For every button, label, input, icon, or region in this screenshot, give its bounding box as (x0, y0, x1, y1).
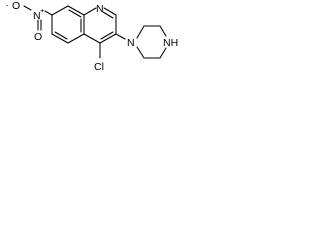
nitro-group-bonds (23, 5, 53, 31)
bond-nitro-n-o-minus (23, 5, 32, 11)
bond-c4-c8a (83, 33, 101, 44)
bond-c8a-n1 (83, 7, 97, 16)
bond-c7-c8 (67, 5, 85, 16)
bond-c7-c8-inner (68, 9, 82, 18)
benzo-ring-bonds (51, 5, 85, 44)
atom-nitro-o: O (34, 31, 42, 43)
bond-n1-c2-inner (102, 11, 114, 19)
bond-c4a-c5-inner (54, 31, 68, 40)
atom-nitro-n: N (33, 10, 41, 22)
charge-nitro-o-minus: - (6, 1, 9, 10)
bond-pip-nh-cc (159, 47, 167, 59)
bond-n1-c2 (103, 7, 117, 16)
bond-pip-cb-nh (159, 25, 167, 37)
piperazine-bonds (115, 25, 167, 59)
pyridine-ring-bonds (80, 7, 117, 44)
atom-piperazine-n1: N (127, 37, 135, 49)
bond-c3-c4 (99, 33, 117, 44)
molecule-structure: O - N + O N Cl N NH (6, 0, 178, 73)
bond-c2-piperazine-n (115, 33, 126, 40)
bond-nitro-n-ring (44, 10, 53, 16)
bond-c4a-c5 (51, 33, 69, 44)
charge-nitro-n: + (40, 6, 45, 15)
atom-nitro-o-minus: O (12, 0, 20, 12)
bond-c6-c7 (51, 5, 69, 16)
atom-chlorine: Cl (94, 61, 104, 73)
atom-quinoline-n: N (96, 3, 104, 15)
bond-c3-c4-inner (100, 31, 114, 40)
bond-pip-cd-n (136, 46, 145, 59)
atom-piperazine-nh: NH (163, 37, 178, 49)
bond-c8a-c4a (67, 33, 85, 44)
bond-pip-n-ca (136, 25, 145, 39)
